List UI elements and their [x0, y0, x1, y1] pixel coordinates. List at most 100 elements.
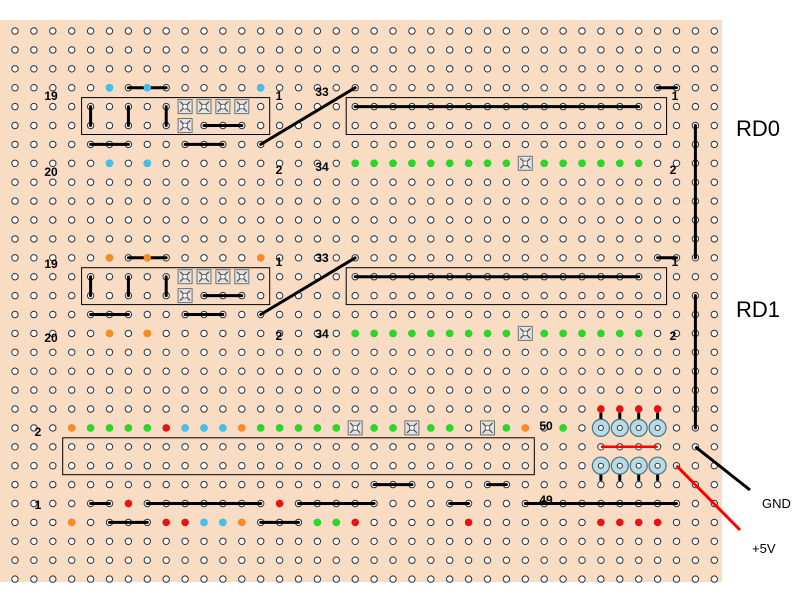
track-cut-hole: [220, 273, 226, 280]
hole: [181, 159, 189, 168]
pad-red: [597, 405, 605, 413]
hole: [238, 443, 246, 451]
hole: [181, 84, 189, 92]
hole: [219, 254, 227, 262]
hole: [597, 65, 605, 73]
hole: [370, 537, 378, 545]
hole: [143, 65, 152, 73]
hole: [238, 480, 246, 489]
hole: [710, 537, 718, 545]
hole: [502, 65, 511, 73]
hole: [257, 405, 265, 413]
pad-green: [559, 159, 567, 167]
hole: [313, 254, 322, 262]
hole: [427, 27, 435, 35]
hole: [181, 556, 189, 564]
hole: [597, 537, 605, 545]
hole: [124, 405, 133, 413]
hole: [635, 84, 643, 92]
hole: [351, 462, 359, 470]
hole: [710, 405, 718, 413]
hole: [408, 537, 416, 545]
hole: [313, 84, 322, 92]
hole: [162, 537, 170, 545]
hole: [219, 159, 227, 168]
hole: [257, 273, 265, 281]
wire-link: [259, 86, 357, 146]
hole: [143, 46, 152, 54]
hole: [635, 197, 643, 205]
pad-green: [502, 159, 511, 167]
hole: [578, 197, 586, 205]
hole: [68, 405, 76, 413]
pad-orange: [238, 424, 246, 432]
hole: [86, 518, 95, 527]
hole: [427, 405, 435, 413]
hole: [389, 518, 397, 527]
hole: [86, 329, 95, 338]
stripboard: [0, 20, 722, 582]
hole: [389, 348, 397, 356]
hole: [275, 216, 284, 224]
hole: [105, 197, 114, 205]
hole: [332, 159, 340, 168]
pad-green: [559, 424, 567, 432]
hole: [200, 235, 208, 243]
hole: [143, 27, 152, 35]
pad-red: [616, 518, 624, 527]
hole: [351, 27, 359, 35]
hole: [313, 27, 322, 35]
hole: [49, 386, 57, 394]
track-cut-hole: [201, 103, 207, 110]
hole: [86, 348, 95, 356]
hole: [578, 27, 586, 35]
hole: [332, 329, 340, 338]
hole: [30, 575, 38, 583]
hole: [11, 65, 19, 73]
hole: [710, 65, 718, 73]
hole: [483, 27, 492, 35]
hole: [257, 480, 265, 489]
hole: [275, 102, 284, 111]
pad-red: [351, 518, 359, 527]
hole: [502, 121, 511, 130]
hole: [616, 84, 624, 92]
hole: [464, 386, 473, 394]
track-cut-hole: [484, 425, 491, 431]
left-header-outline: [81, 97, 271, 135]
hole: [521, 84, 529, 92]
hole: [483, 178, 492, 186]
hole: [257, 291, 265, 300]
hole: [672, 65, 681, 73]
pad-blue: [257, 84, 265, 92]
pad-green: [597, 159, 605, 167]
hole: [11, 291, 19, 300]
hole: [408, 462, 416, 470]
hole: [181, 235, 189, 243]
hole: [257, 65, 265, 73]
hole: [540, 556, 548, 564]
hole: [408, 178, 416, 186]
pad-green: [635, 329, 643, 338]
hole: [49, 254, 57, 262]
hole: [351, 140, 359, 149]
hole: [710, 386, 718, 394]
hole: [105, 235, 114, 243]
hole: [446, 84, 454, 92]
hole: [68, 216, 76, 224]
hole: [370, 140, 378, 149]
hole: [559, 65, 567, 73]
hole: [68, 556, 76, 564]
pin-headers: [591, 412, 667, 481]
hole: [68, 140, 76, 149]
hole: [370, 518, 378, 527]
hole: [68, 254, 76, 262]
pad-orange: [143, 329, 151, 338]
hole: [597, 480, 605, 489]
hole: [86, 480, 95, 489]
pin-number-s0-20: 20: [44, 165, 58, 179]
hole: [521, 462, 529, 470]
pad-red: [162, 424, 170, 432]
hole: [578, 140, 586, 149]
hole: [332, 386, 340, 394]
